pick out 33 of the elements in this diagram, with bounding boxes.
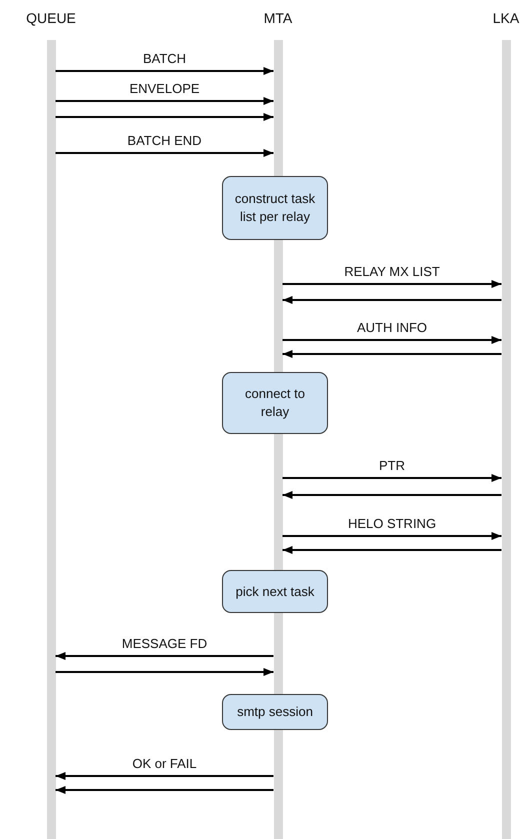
arrow bbox=[282, 491, 502, 499]
arrow bbox=[56, 668, 274, 676]
lifeline-heading: QUEUE bbox=[26, 10, 76, 26]
edge-label: MESSAGE FD bbox=[120, 636, 210, 651]
arrow bbox=[282, 336, 502, 344]
arrow bbox=[56, 97, 274, 105]
lifeline-heading: MTA bbox=[264, 10, 292, 26]
edge-label: BATCH END bbox=[125, 133, 204, 148]
arrow bbox=[282, 532, 502, 540]
arrow bbox=[282, 280, 502, 288]
activity-label: connect to relay bbox=[244, 385, 306, 421]
arrow bbox=[282, 296, 502, 304]
edge-label: PTR bbox=[377, 458, 407, 473]
arrow bbox=[282, 474, 502, 482]
activity-label: pick next task bbox=[236, 582, 314, 600]
arrow bbox=[56, 113, 274, 121]
edge-label: RELAY MX LIST bbox=[342, 264, 442, 279]
arrow bbox=[56, 67, 274, 75]
arrow bbox=[56, 652, 274, 660]
arrow bbox=[282, 546, 502, 554]
edge-label: OK or FAIL bbox=[130, 756, 199, 771]
edge-label: AUTH INFO bbox=[354, 320, 430, 335]
lifeline-heading: LKA bbox=[492, 10, 520, 26]
arrow bbox=[56, 786, 274, 794]
activity-box bbox=[222, 570, 328, 613]
activity-label: smtp session bbox=[237, 703, 313, 721]
activity-label: construct task list per relay bbox=[234, 190, 316, 226]
activity-box bbox=[222, 372, 328, 434]
arrow bbox=[282, 350, 502, 358]
activity-box bbox=[222, 176, 328, 240]
arrow bbox=[56, 149, 274, 157]
activity-box bbox=[222, 694, 328, 730]
arrow bbox=[56, 772, 274, 780]
